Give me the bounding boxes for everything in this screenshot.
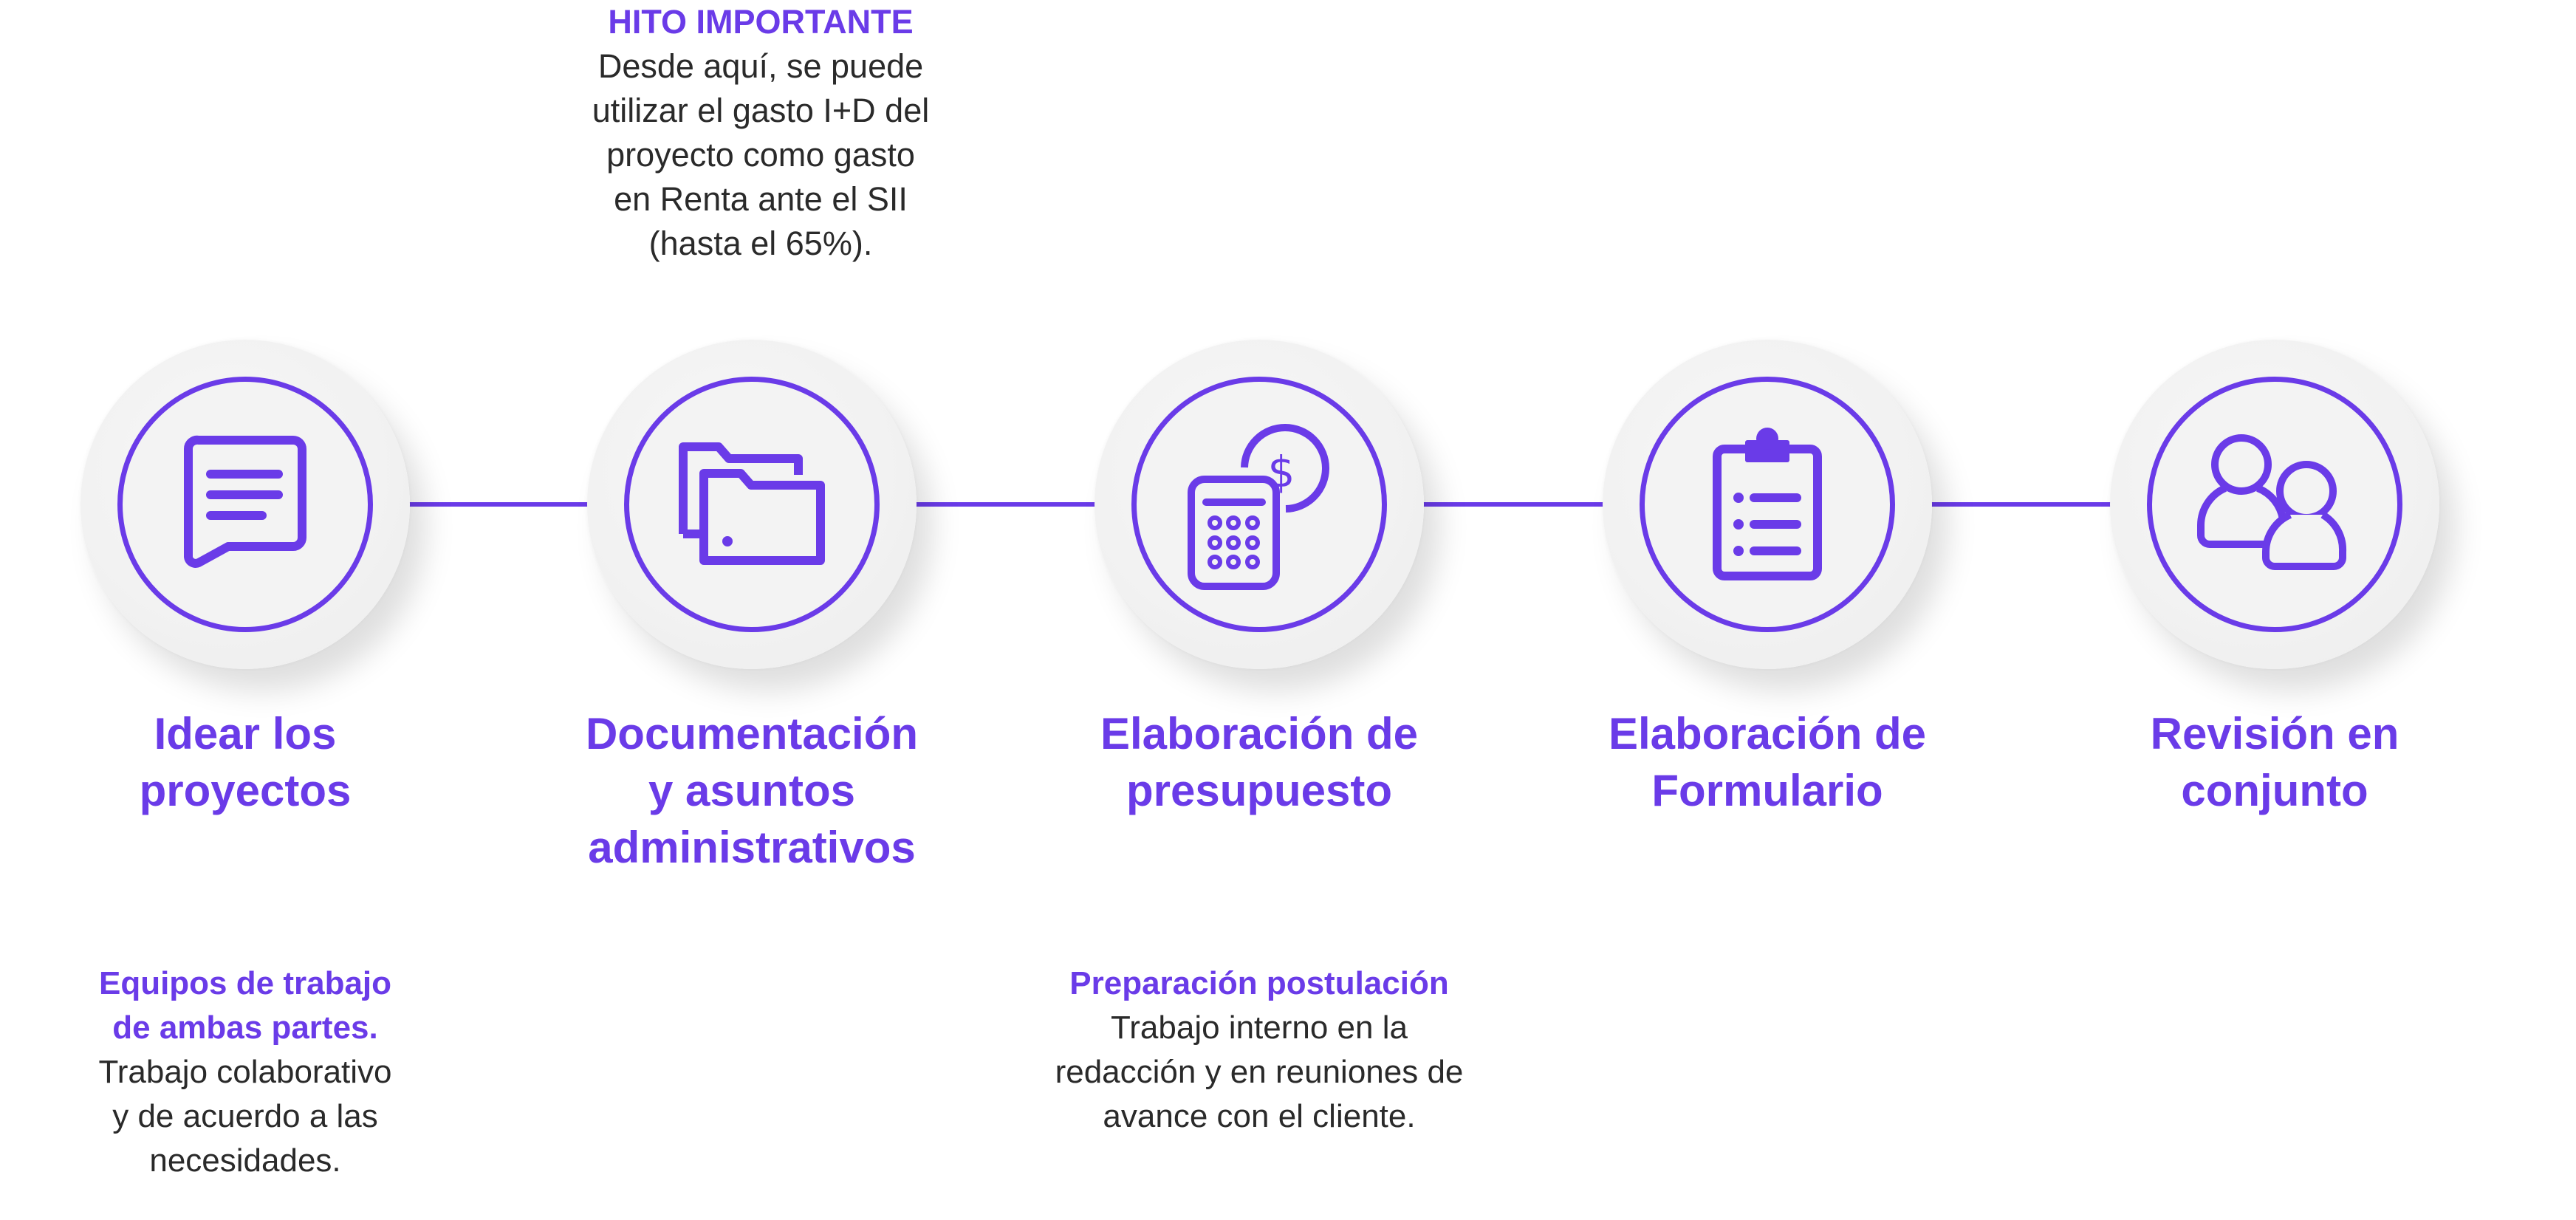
step-ring bbox=[1640, 377, 1895, 632]
milestone-line: Desde aquí, se puede bbox=[597, 47, 924, 85]
step-title-line: conjunto bbox=[2181, 766, 2368, 815]
step-node-formulario bbox=[1603, 340, 1932, 669]
step-ring bbox=[2147, 377, 2402, 632]
calculator-coin-icon: $ bbox=[1188, 424, 1329, 590]
milestone-line: en Renta ante el SII bbox=[614, 180, 908, 218]
step-ring bbox=[624, 377, 880, 632]
step-title: Revisión en conjunto bbox=[2038, 705, 2511, 819]
note-line: Trabajo colaborativo bbox=[98, 1054, 392, 1090]
note-line: avance con el cliente. bbox=[1103, 1098, 1416, 1134]
chat-document-icon bbox=[184, 435, 306, 568]
step-title: Documentación y asuntos administrativos bbox=[515, 705, 988, 876]
users-icon bbox=[2197, 434, 2347, 570]
step-title-line: presupuesto bbox=[1126, 766, 1393, 815]
folders-icon bbox=[679, 442, 825, 565]
step-title-line: Documentación bbox=[585, 709, 919, 758]
connector-line bbox=[913, 502, 1097, 507]
milestone-note: HITO IMPORTANTE Desde aquí, se puede uti… bbox=[517, 0, 1004, 266]
step-node-idear bbox=[80, 340, 410, 669]
connector-line bbox=[406, 502, 591, 507]
step-node-revision bbox=[2110, 340, 2439, 669]
step-title-line: y asuntos bbox=[648, 766, 856, 815]
connector-line bbox=[1928, 502, 2113, 507]
connector-line bbox=[1420, 502, 1605, 507]
step3-note: Preparación postulación Trabajo interno … bbox=[1001, 962, 1518, 1139]
step-title-line: proyectos bbox=[139, 766, 352, 815]
note-highlight: Equipos de trabajo bbox=[98, 965, 392, 1001]
step-title-line: administrativos bbox=[588, 823, 916, 872]
milestone-line: (hasta el 65%). bbox=[648, 225, 873, 262]
step1-note: Equipos de trabajo de ambas partes. Trab… bbox=[24, 962, 467, 1183]
milestone-line: utilizar el gasto I+D del bbox=[592, 92, 930, 129]
note-highlight: Preparación postulación bbox=[1069, 965, 1449, 1001]
clipboard-list-icon bbox=[1713, 428, 1822, 580]
step-node-documentacion bbox=[587, 340, 917, 669]
step-title-line: Revisión en bbox=[2150, 709, 2399, 758]
note-line: y de acuerdo a las bbox=[112, 1098, 378, 1134]
note-line: redacción y en reuniones de bbox=[1055, 1054, 1464, 1090]
step-title-line: Elaboración de bbox=[1100, 709, 1419, 758]
step-ring: $ bbox=[1131, 377, 1387, 632]
milestone-heading: HITO IMPORTANTE bbox=[608, 3, 914, 41]
note-highlight: de ambas partes. bbox=[112, 1010, 378, 1046]
step-title: Idear los proyectos bbox=[9, 705, 482, 819]
step-ring bbox=[117, 377, 373, 632]
step-title: Elaboración de presupuesto bbox=[1023, 705, 1496, 819]
step-title-line: Elaboración de bbox=[1608, 709, 1927, 758]
note-line: necesidades. bbox=[149, 1142, 341, 1179]
step-title-line: Formulario bbox=[1651, 766, 1883, 815]
step-title-line: Idear los bbox=[154, 709, 337, 758]
step-node-presupuesto: $ bbox=[1095, 340, 1424, 669]
milestone-line: proyecto como gasto bbox=[606, 136, 915, 174]
note-line: Trabajo interno en la bbox=[1111, 1010, 1408, 1046]
step-title: Elaboración de Formulario bbox=[1531, 705, 2004, 819]
